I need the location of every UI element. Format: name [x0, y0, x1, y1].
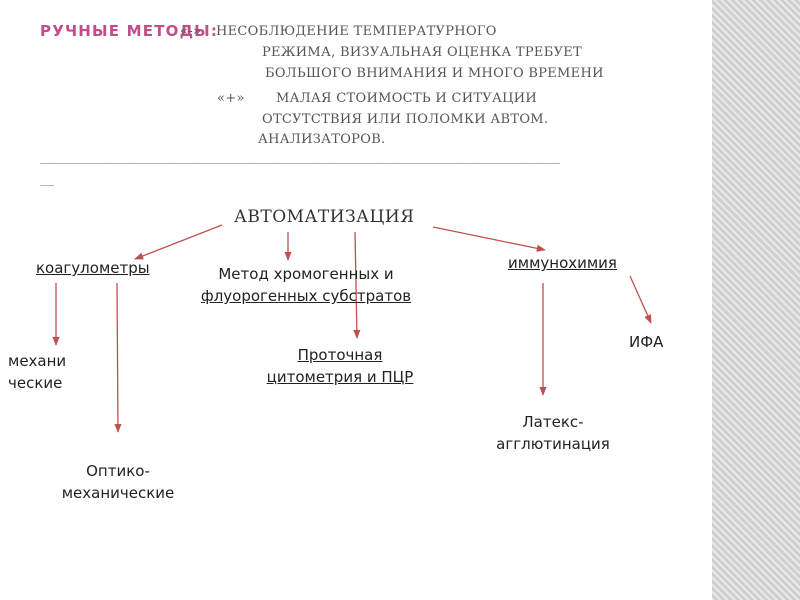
minus-line-2: РЕЖИМА, ВИЗУАЛЬНАЯ ОЦЕНКА ТРЕБУЕТ [262, 45, 583, 60]
latex-node: Латекс- агглютинация [483, 411, 623, 455]
coagulometers-node: коагулометры [36, 259, 150, 277]
plus-line-2: ОТСУТСТВИЯ ИЛИ ПОЛОМКИ АВТОМ. [262, 112, 549, 127]
optomech-line-2: механические [61, 484, 175, 502]
mechanical-line-1: механи [8, 352, 67, 370]
plus-marker: «+» [217, 91, 245, 106]
immunochemistry-node: иммунохимия [508, 254, 617, 272]
chromogenic-line-2: флуорогенных субстратов [200, 287, 412, 305]
optomech-line-1: Оптико- [86, 462, 150, 480]
minus-line-1: НЕСОБЛЮДЕНИЕ ТЕМПЕРАТУРНОГО [216, 24, 497, 39]
plus-line-3: АНАЛИЗАТОРОВ. [258, 132, 386, 147]
decorative-stripe [712, 0, 800, 600]
arrow-root-to-flow [353, 231, 361, 339]
divider-rule: ________________________________________… [40, 150, 561, 164]
chromogenic-node: Метод хромогенных и флуорогенных субстра… [183, 263, 429, 307]
mechanical-node: механи ческие [8, 350, 66, 394]
plus-line-1: МАЛАЯ СТОИМОСТЬ И СИТУАЦИИ [276, 91, 538, 106]
automation-root: АВТОМАТИЗАЦИЯ [234, 207, 415, 227]
arrow-coag-to-optomech [114, 282, 122, 433]
minus-line-3: БОЛЬШОГО ВНИМАНИЯ И МНОГО ВРЕМЕНИ [265, 66, 604, 81]
minus-marker: «-» [180, 24, 202, 39]
flow-cytometry-node: Проточная цитометрия и ПЦР [245, 344, 435, 388]
chromogenic-line-1: Метод хромогенных и [218, 265, 394, 283]
latex-line-2: агглютинация [496, 435, 610, 453]
arrow-root-to-immunochemistry [432, 226, 546, 252]
section-title: РУЧНЫЕ МЕТОДЫ: [40, 22, 219, 40]
flow-line-1: Проточная [297, 346, 383, 364]
divider-rule-tail: __ [40, 172, 55, 186]
arrow-root-to-coagulometers [134, 224, 223, 260]
mechanical-line-2: ческие [8, 374, 63, 392]
latex-line-1: Латекс- [522, 413, 584, 431]
optomechanical-node: Оптико- механические [50, 460, 186, 504]
flow-line-2: цитометрия и ПЦР [266, 368, 414, 386]
arrow-immuno-to-ifa [629, 275, 652, 324]
ifa-node: ИФА [629, 333, 664, 351]
